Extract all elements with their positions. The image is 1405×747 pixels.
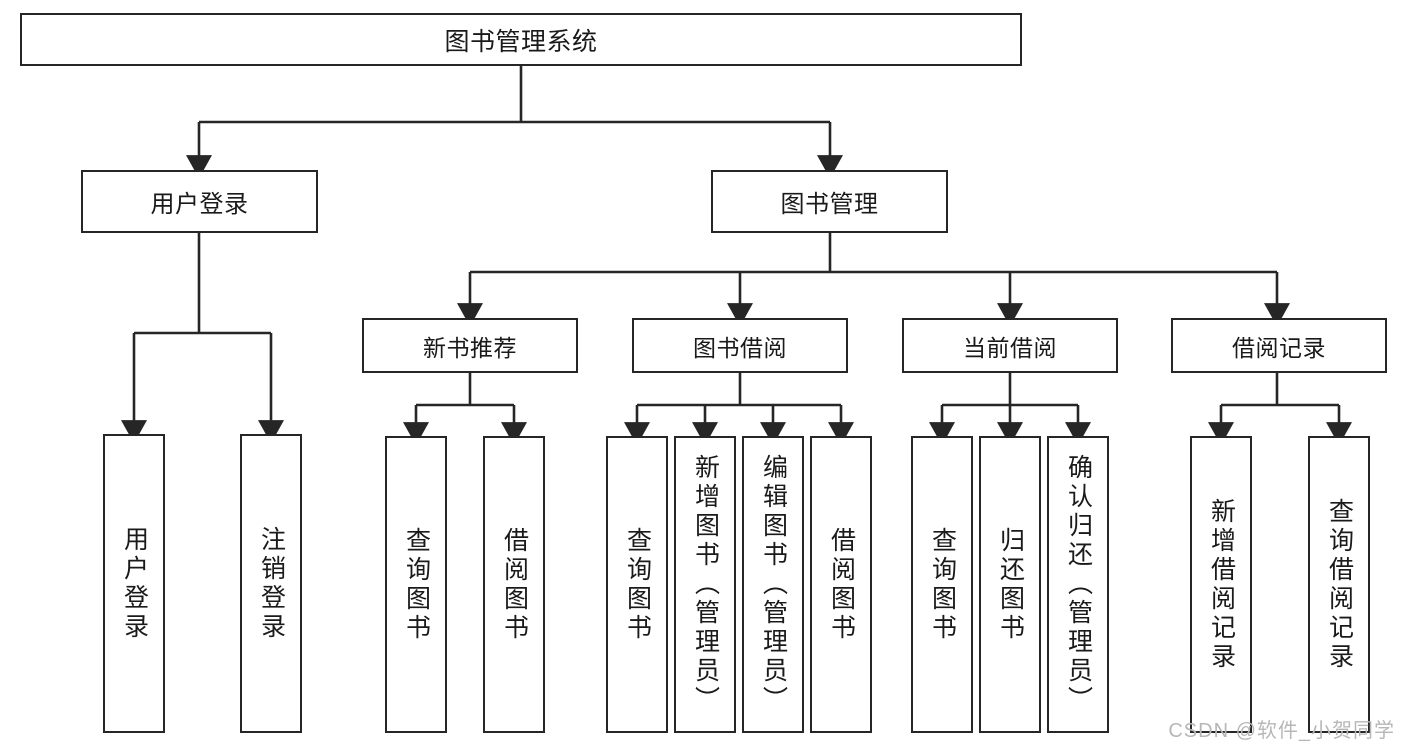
leaf-current-borrow-confirm-return-admin[interactable]: 确认归还（管理员） [1047,436,1109,733]
node-label: 用户登录 [150,191,249,218]
node-label: 新增借阅记录 [1207,497,1236,672]
node-label: 查询图书 [928,526,957,643]
leaf-current-borrow-query-book[interactable]: 查询图书 [911,436,973,733]
node-label: 图书借阅 [693,334,787,361]
leaf-borrow-record-query-record[interactable]: 查询借阅记录 [1308,436,1370,733]
node-label: 借阅记录 [1232,334,1326,361]
node-label: 归还图书 [996,526,1025,643]
csdn-watermark: CSDN @软件_小贺同学 [1168,720,1395,742]
leaf-new-book-query-book[interactable]: 查询图书 [385,436,447,733]
node-user-login[interactable]: 用户登录 [81,170,318,233]
node-label: 新增图书（管理员） [691,454,720,715]
node-label: 查询图书 [623,526,652,643]
leaf-book-borrow-edit-book-admin[interactable]: 编辑图书（管理员） [742,436,804,733]
node-label: 借阅图书 [827,526,856,643]
node-book-borrow[interactable]: 图书借阅 [632,318,848,373]
node-new-book-recommend[interactable]: 新书推荐 [362,318,578,373]
leaf-new-book-borrow-book[interactable]: 借阅图书 [483,436,545,733]
node-label: 查询借阅记录 [1325,497,1354,672]
node-root-book-management-system[interactable]: 图书管理系统 [20,13,1022,66]
node-label: 注销登录 [257,525,286,642]
node-label: 图书管理 [780,191,879,218]
leaf-book-borrow-add-book-admin[interactable]: 新增图书（管理员） [674,436,736,733]
node-label: 借阅图书 [500,526,529,643]
leaf-user-login-logout[interactable]: 注销登录 [240,434,302,733]
node-label: 编辑图书（管理员） [759,454,788,715]
node-label: 当前借阅 [963,334,1057,361]
leaf-borrow-record-add-record[interactable]: 新增借阅记录 [1190,436,1252,733]
node-label: 图书管理系统 [444,27,598,56]
node-borrow-record[interactable]: 借阅记录 [1171,318,1387,373]
leaf-current-borrow-return-book[interactable]: 归还图书 [979,436,1041,733]
node-current-borrow[interactable]: 当前借阅 [902,318,1118,373]
node-label: 查询图书 [402,526,431,643]
node-label: 确认归还（管理员） [1064,454,1093,715]
leaf-book-borrow-query-book[interactable]: 查询图书 [606,436,668,733]
node-label: 新书推荐 [423,334,517,361]
leaf-book-borrow-borrow-book[interactable]: 借阅图书 [810,436,872,733]
node-book-management[interactable]: 图书管理 [711,170,948,233]
leaf-user-login-login[interactable]: 用户登录 [103,434,165,733]
node-label: 用户登录 [120,525,149,642]
